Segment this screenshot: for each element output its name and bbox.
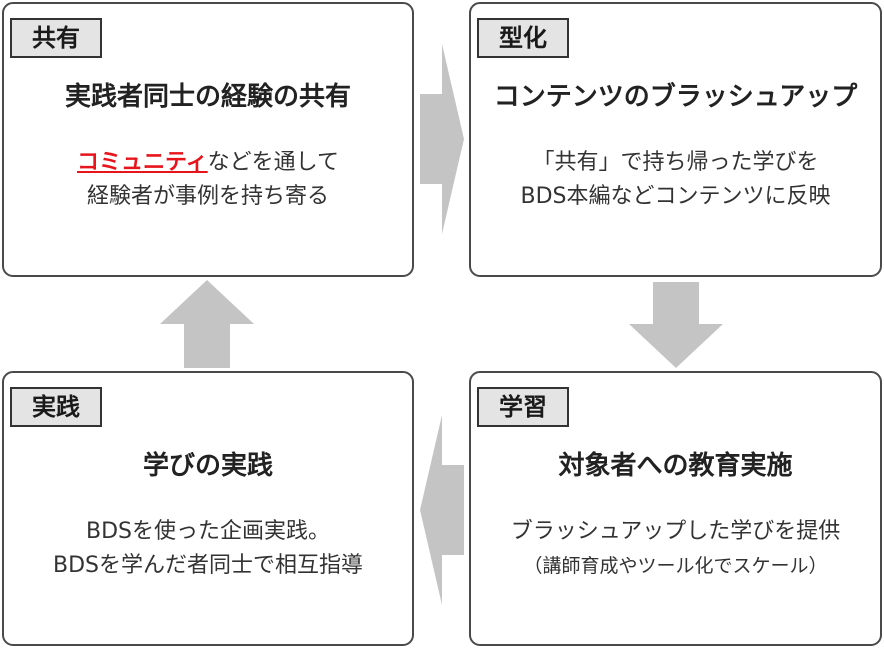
share-desc-line2: 経験者が事例を持ち寄る (86, 184, 329, 209)
formalize-title: コンテンツのブラッシュアップ (493, 82, 858, 112)
practice-title: 学びの実践 (142, 451, 273, 481)
arrow-left-shape (420, 415, 464, 605)
learn-tag: 学習 (477, 387, 569, 427)
card-formalize: 型化 コンテンツのブラッシュアップ 「共有」で持ち帰った学びを BDS本編などコ… (469, 2, 882, 277)
practice-desc-line1: BDSを使った企画実践。 (86, 519, 330, 544)
arrow-left-icon (420, 415, 464, 605)
share-desc-line1: コミュニティなどを通して (4, 146, 412, 180)
card-share: 共有 実践者同士の経験の共有 コミュニティなどを通して 経験者が事例を持ち寄る (2, 2, 414, 277)
practice-description: BDSを使った企画実践。 BDSを学んだ者同士で相互指導 (4, 515, 412, 583)
formalize-description: 「共有」で持ち帰った学びを BDS本編などコンテンツに反映 (471, 146, 880, 214)
practice-desc-line2: BDSを学んだ者同士で相互指導 (53, 553, 363, 578)
share-title: 実践者同士の経験の共有 (64, 82, 351, 112)
arrow-right-shape (420, 44, 464, 234)
arrow-up-icon (160, 280, 254, 368)
share-description: コミュニティなどを通して 経験者が事例を持ち寄る (4, 146, 412, 214)
card-practice: 実践 学びの実践 BDSを使った企画実践。 BDSを学んだ者同士で相互指導 (2, 371, 414, 646)
card-learn: 学習 対象者への教育実施 ブラッシュアップした学びを提供 （講師育成やツール化で… (469, 371, 882, 646)
learn-title: 対象者への教育実施 (558, 451, 793, 481)
learn-desc-line2: （講師育成やツール化でスケール） (523, 555, 828, 577)
share-tag: 共有 (10, 18, 102, 58)
formalize-desc-line2: BDS本編などコンテンツに反映 (520, 184, 831, 209)
community-highlight: コミュニティ (76, 150, 208, 175)
arrow-down-shape (629, 282, 723, 368)
arrow-down-icon (629, 282, 723, 368)
arrow-right-icon (420, 44, 464, 234)
learn-description: ブラッシュアップした学びを提供 （講師育成やツール化でスケール） (471, 515, 880, 583)
arrow-up-shape (160, 280, 254, 368)
formalize-desc-line1: 「共有」で持ち帰った学びを (532, 150, 819, 175)
share-desc-line1-rest: などを通して (207, 150, 340, 175)
practice-tag: 実践 (10, 387, 102, 427)
learn-desc-line1: ブラッシュアップした学びを提供 (510, 519, 841, 544)
formalize-tag: 型化 (477, 18, 569, 58)
